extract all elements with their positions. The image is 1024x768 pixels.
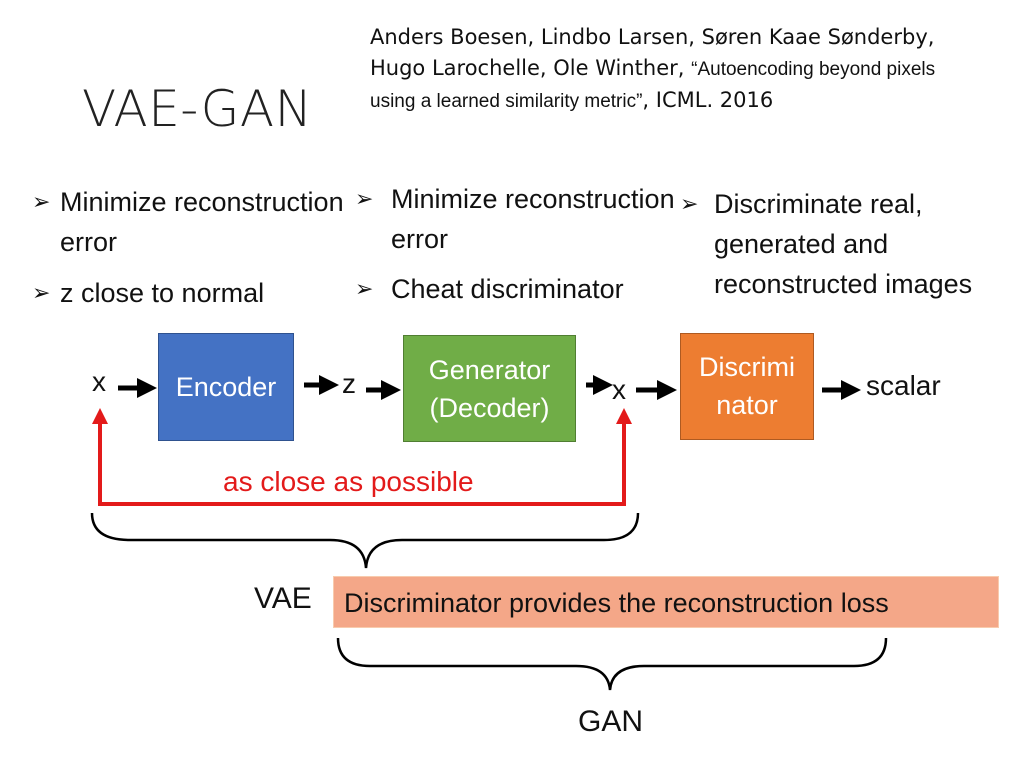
- generator-note-1: ➢ Minimize reconstruction error: [355, 179, 675, 259]
- citation: Anders Boesen, Lindbo Larsen, Søren Kaae…: [370, 22, 970, 117]
- bullet-arrow-icon: ➢: [355, 276, 374, 301]
- vae-brace: [90, 512, 640, 569]
- bullet-arrow-icon: ➢: [355, 186, 374, 211]
- vae-label: VAE: [254, 582, 312, 615]
- encoder-note-2: ➢ z close to normal: [32, 273, 362, 313]
- encoder-note-1: ➢ Minimize reconstruction error: [32, 182, 362, 262]
- feedback-label: as close as possible: [223, 466, 474, 497]
- input-x-label: x: [92, 366, 106, 397]
- generator-note-2: ➢ Cheat discriminator: [355, 269, 675, 309]
- citation-paper: “Autoencoding beyond pixels using a lear…: [370, 59, 936, 112]
- citation-authors: Anders Boesen, Lindbo Larsen, Søren Kaae…: [370, 25, 935, 80]
- latent-z-label: z: [342, 368, 356, 399]
- gan-label: GAN: [578, 705, 644, 738]
- reconstruction-loss-box: Discriminator provides the reconstructio…: [333, 576, 999, 628]
- citation-venue: , ICML. 2016: [642, 88, 774, 112]
- reconstructed-x-label: x: [612, 374, 626, 405]
- slide-title: VAE-GAN: [82, 80, 313, 138]
- scalar-output-label: scalar: [866, 370, 941, 401]
- discriminator-box: Discrimi nator: [680, 333, 814, 440]
- gan-brace: [336, 637, 888, 691]
- bullet-arrow-icon: ➢: [32, 189, 51, 214]
- bullet-arrow-icon: ➢: [32, 280, 51, 305]
- bullet-arrow-icon: ➢: [680, 191, 699, 216]
- generator-box: Generator (Decoder): [403, 335, 576, 442]
- discriminator-note-1: ➢ Discriminate real, generated and recon…: [680, 184, 1015, 304]
- encoder-box: Encoder: [158, 333, 294, 441]
